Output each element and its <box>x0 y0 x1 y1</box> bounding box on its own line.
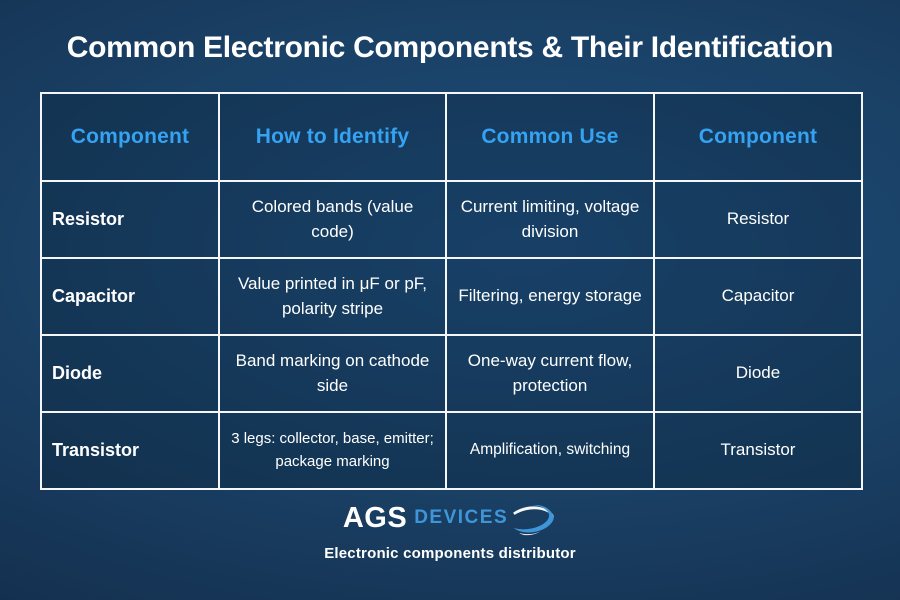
cell-resistor-identify: Colored bands (value code) <box>218 180 447 259</box>
header-component-2: Component <box>653 92 863 182</box>
brand-tagline: Electronic components distributor <box>324 545 576 562</box>
cell-diode-name-2: Diode <box>653 334 863 413</box>
cell-resistor-use: Current limiting, voltage division <box>445 180 655 259</box>
logo-ags-text: AGS <box>342 501 408 534</box>
cell-resistor-name-2: Resistor <box>653 180 863 259</box>
components-table: Component How to Identify Common Use Com… <box>40 92 863 490</box>
cell-capacitor-use: Filtering, energy storage <box>445 257 655 336</box>
cell-transistor-identify: 3 legs: collector, base, emitter; packag… <box>218 411 447 490</box>
table-row-capacitor: Capacitor Value printed in μF or pF, pol… <box>40 257 863 336</box>
table-row-diode: Diode Band marking on cathode side One-w… <box>40 334 863 413</box>
cell-resistor-name: Resistor <box>40 180 220 259</box>
brand-swoosh-icon <box>513 505 554 536</box>
header-component: Component <box>40 92 220 182</box>
header-row: Component How to Identify Common Use Com… <box>40 92 863 182</box>
cell-capacitor-identify: Value printed in μF or pF, polarity stri… <box>218 257 447 336</box>
cell-diode-identify: Band marking on cathode side <box>218 334 447 413</box>
page-title: Common Electronic Components & Their Ide… <box>66 31 834 64</box>
header-common-use: Common Use <box>445 92 655 182</box>
cell-transistor-use: Amplification, switching <box>445 411 655 490</box>
table-row-transistor: Transistor 3 legs: collector, base, emit… <box>40 411 863 490</box>
cell-capacitor-name-2: Capacitor <box>653 257 863 336</box>
cell-capacitor-name: Capacitor <box>40 257 220 336</box>
cell-transistor-name: Transistor <box>40 411 220 490</box>
footer-brand: AGS DEVICES Electronic components distri… <box>0 500 900 563</box>
cell-diode-name: Diode <box>40 334 220 413</box>
cell-transistor-name-2: Transistor <box>653 411 863 490</box>
table-row-resistor: Resistor Colored bands (value code) Curr… <box>40 180 863 259</box>
header-how-to-identify: How to Identify <box>218 92 447 182</box>
brand-logo: AGS DEVICES <box>343 500 557 536</box>
cell-diode-use: One-way current flow, protection <box>445 334 655 413</box>
logo-devices-text: DEVICES <box>414 507 509 528</box>
